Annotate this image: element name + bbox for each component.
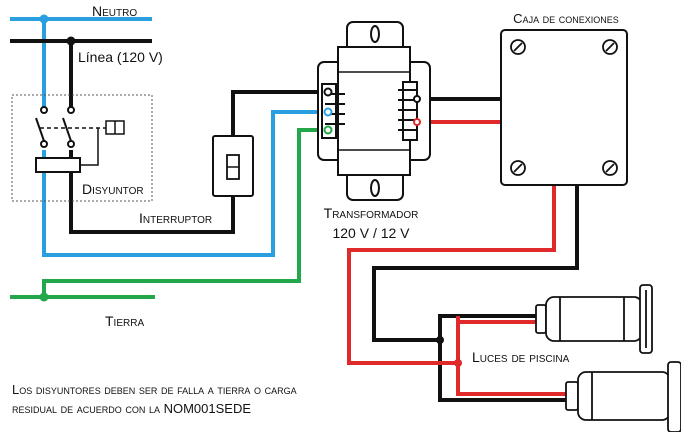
label-ground: Tierra [105,313,144,329]
secondary-winding [398,81,418,141]
note-line-1: Los disyuntores deben ser de falla a tie… [12,382,297,397]
ground-wiring [10,128,325,299]
red-wire-light-2 [456,363,578,396]
neutral-junction-dot [39,14,49,24]
breaker [11,94,153,202]
switch-to-transformer-wire [231,90,325,136]
junction-box-body [500,29,628,186]
label-junction-box: Caja de conexiones [513,11,619,26]
label-switch: Interruptor [139,210,212,226]
light-junction-dot-red [454,359,462,367]
black-wire-light-1 [372,185,579,342]
light-junction-dot-black [436,336,444,344]
wall-switch [212,135,254,197]
ground-to-transformer-wire [42,128,325,297]
transformer-mount-hole-bottom [370,179,380,197]
red-wire-light-1 [456,316,548,324]
light-1-gland [535,304,547,334]
junction-box [500,29,628,186]
pool-light-1 [535,284,653,354]
note-line-2: residual de acuerdo con la NOM001SEDE [12,401,251,416]
label-transformer: Transformador [324,205,419,221]
transformer-mount-hole-top [370,25,380,43]
black-wire-light-2 [438,340,578,402]
label-line: Línea (120 V) [78,49,163,65]
label-transformer-rating: 120 V / 12 V [332,225,410,241]
label-neutral: Neutro [92,3,137,19]
secondary-terminal-1 [413,95,421,103]
pool-light-2 [565,361,681,432]
secondary-terminal-2 [413,118,421,126]
neutral-wiring [10,17,325,257]
neutral-return-wire [42,110,325,257]
line-to-switch-wire [69,150,235,234]
breaker-contact-1 [35,117,45,142]
low-voltage-wiring [347,120,578,396]
line-wiring [10,39,579,402]
ground-junction-dot [39,292,49,302]
label-pool-lights: Luces de piscina [472,349,570,365]
red-wire-main [347,185,556,365]
light-2-gland [565,381,579,411]
primary-terminal-ground [323,125,333,135]
line-junction-dot [66,36,76,46]
breaker-enclosure [11,94,153,202]
label-breaker: Disyuntor [82,181,144,197]
primary-terminal-neutral [323,107,333,117]
breaker-coil [35,157,81,173]
primary-terminal-line [323,87,333,97]
transformer [317,21,431,201]
breaker-contact-2 [62,117,72,142]
light-2-lens [667,361,681,432]
